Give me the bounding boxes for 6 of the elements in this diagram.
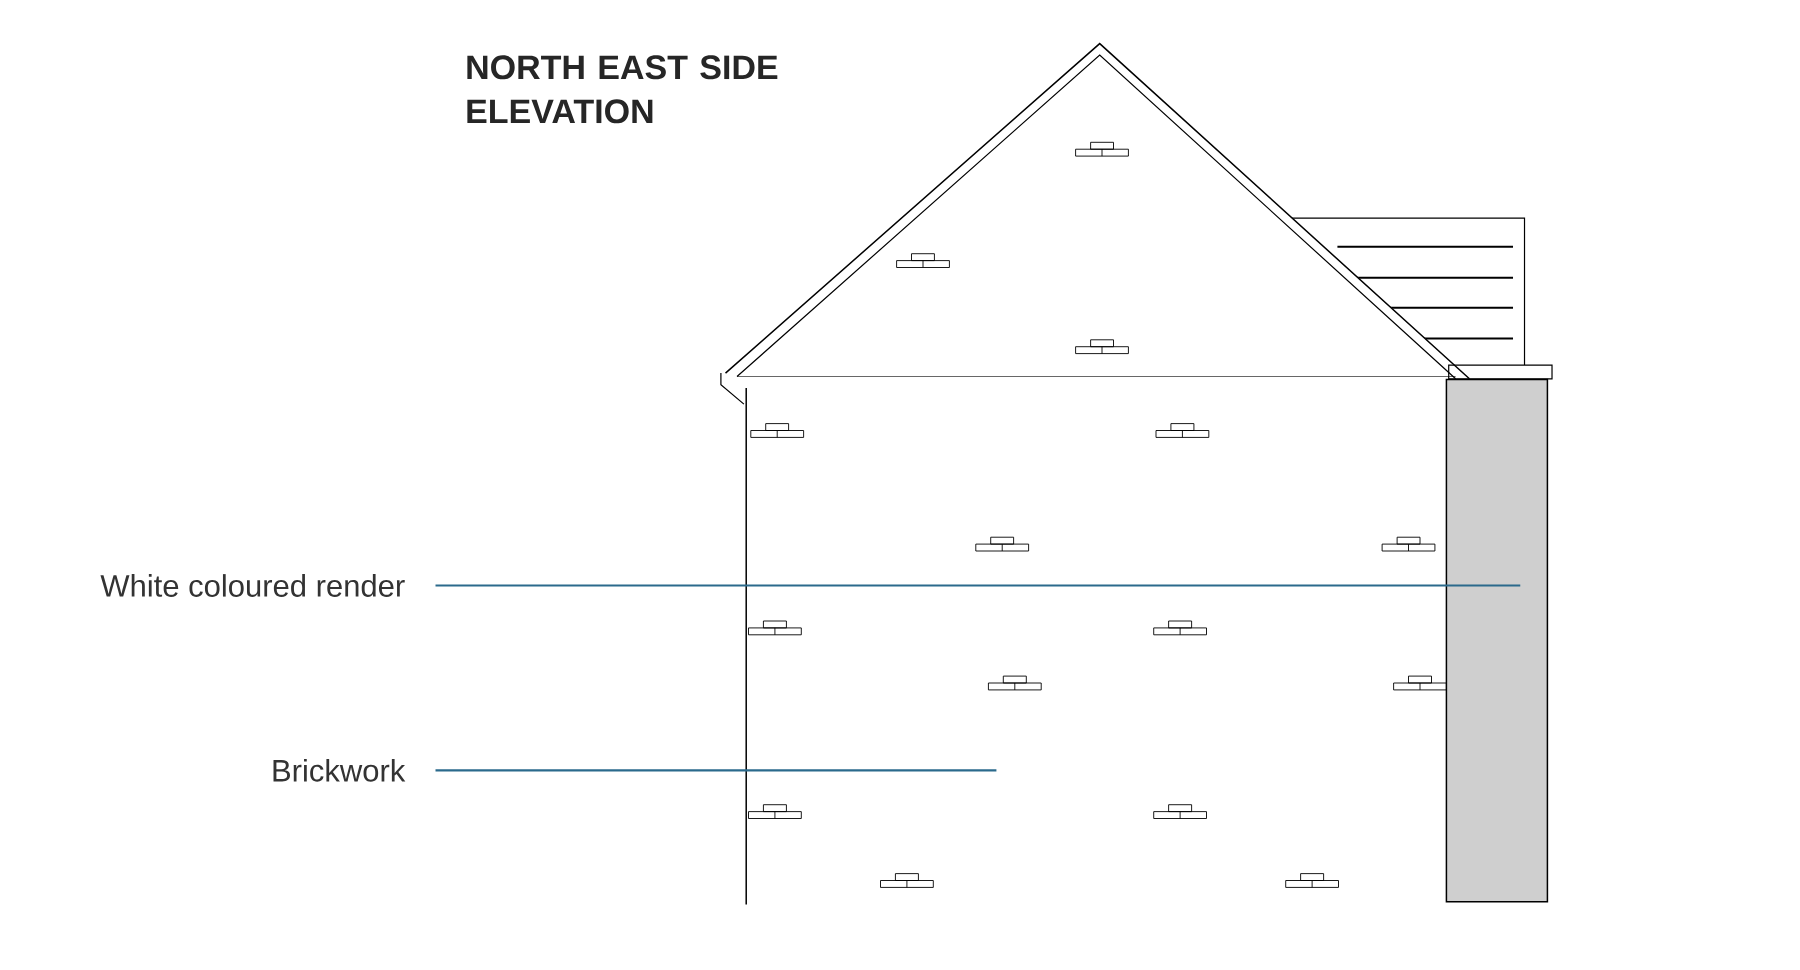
callout-label: Brickwork <box>273 758 406 782</box>
title: NORTH EAST SIDE ELEVATION <box>467 55 778 124</box>
leader-line <box>435 769 997 772</box>
render-pier <box>1445 378 1549 903</box>
leader-line <box>435 584 1521 587</box>
callout-label: White coloured render <box>100 574 405 597</box>
